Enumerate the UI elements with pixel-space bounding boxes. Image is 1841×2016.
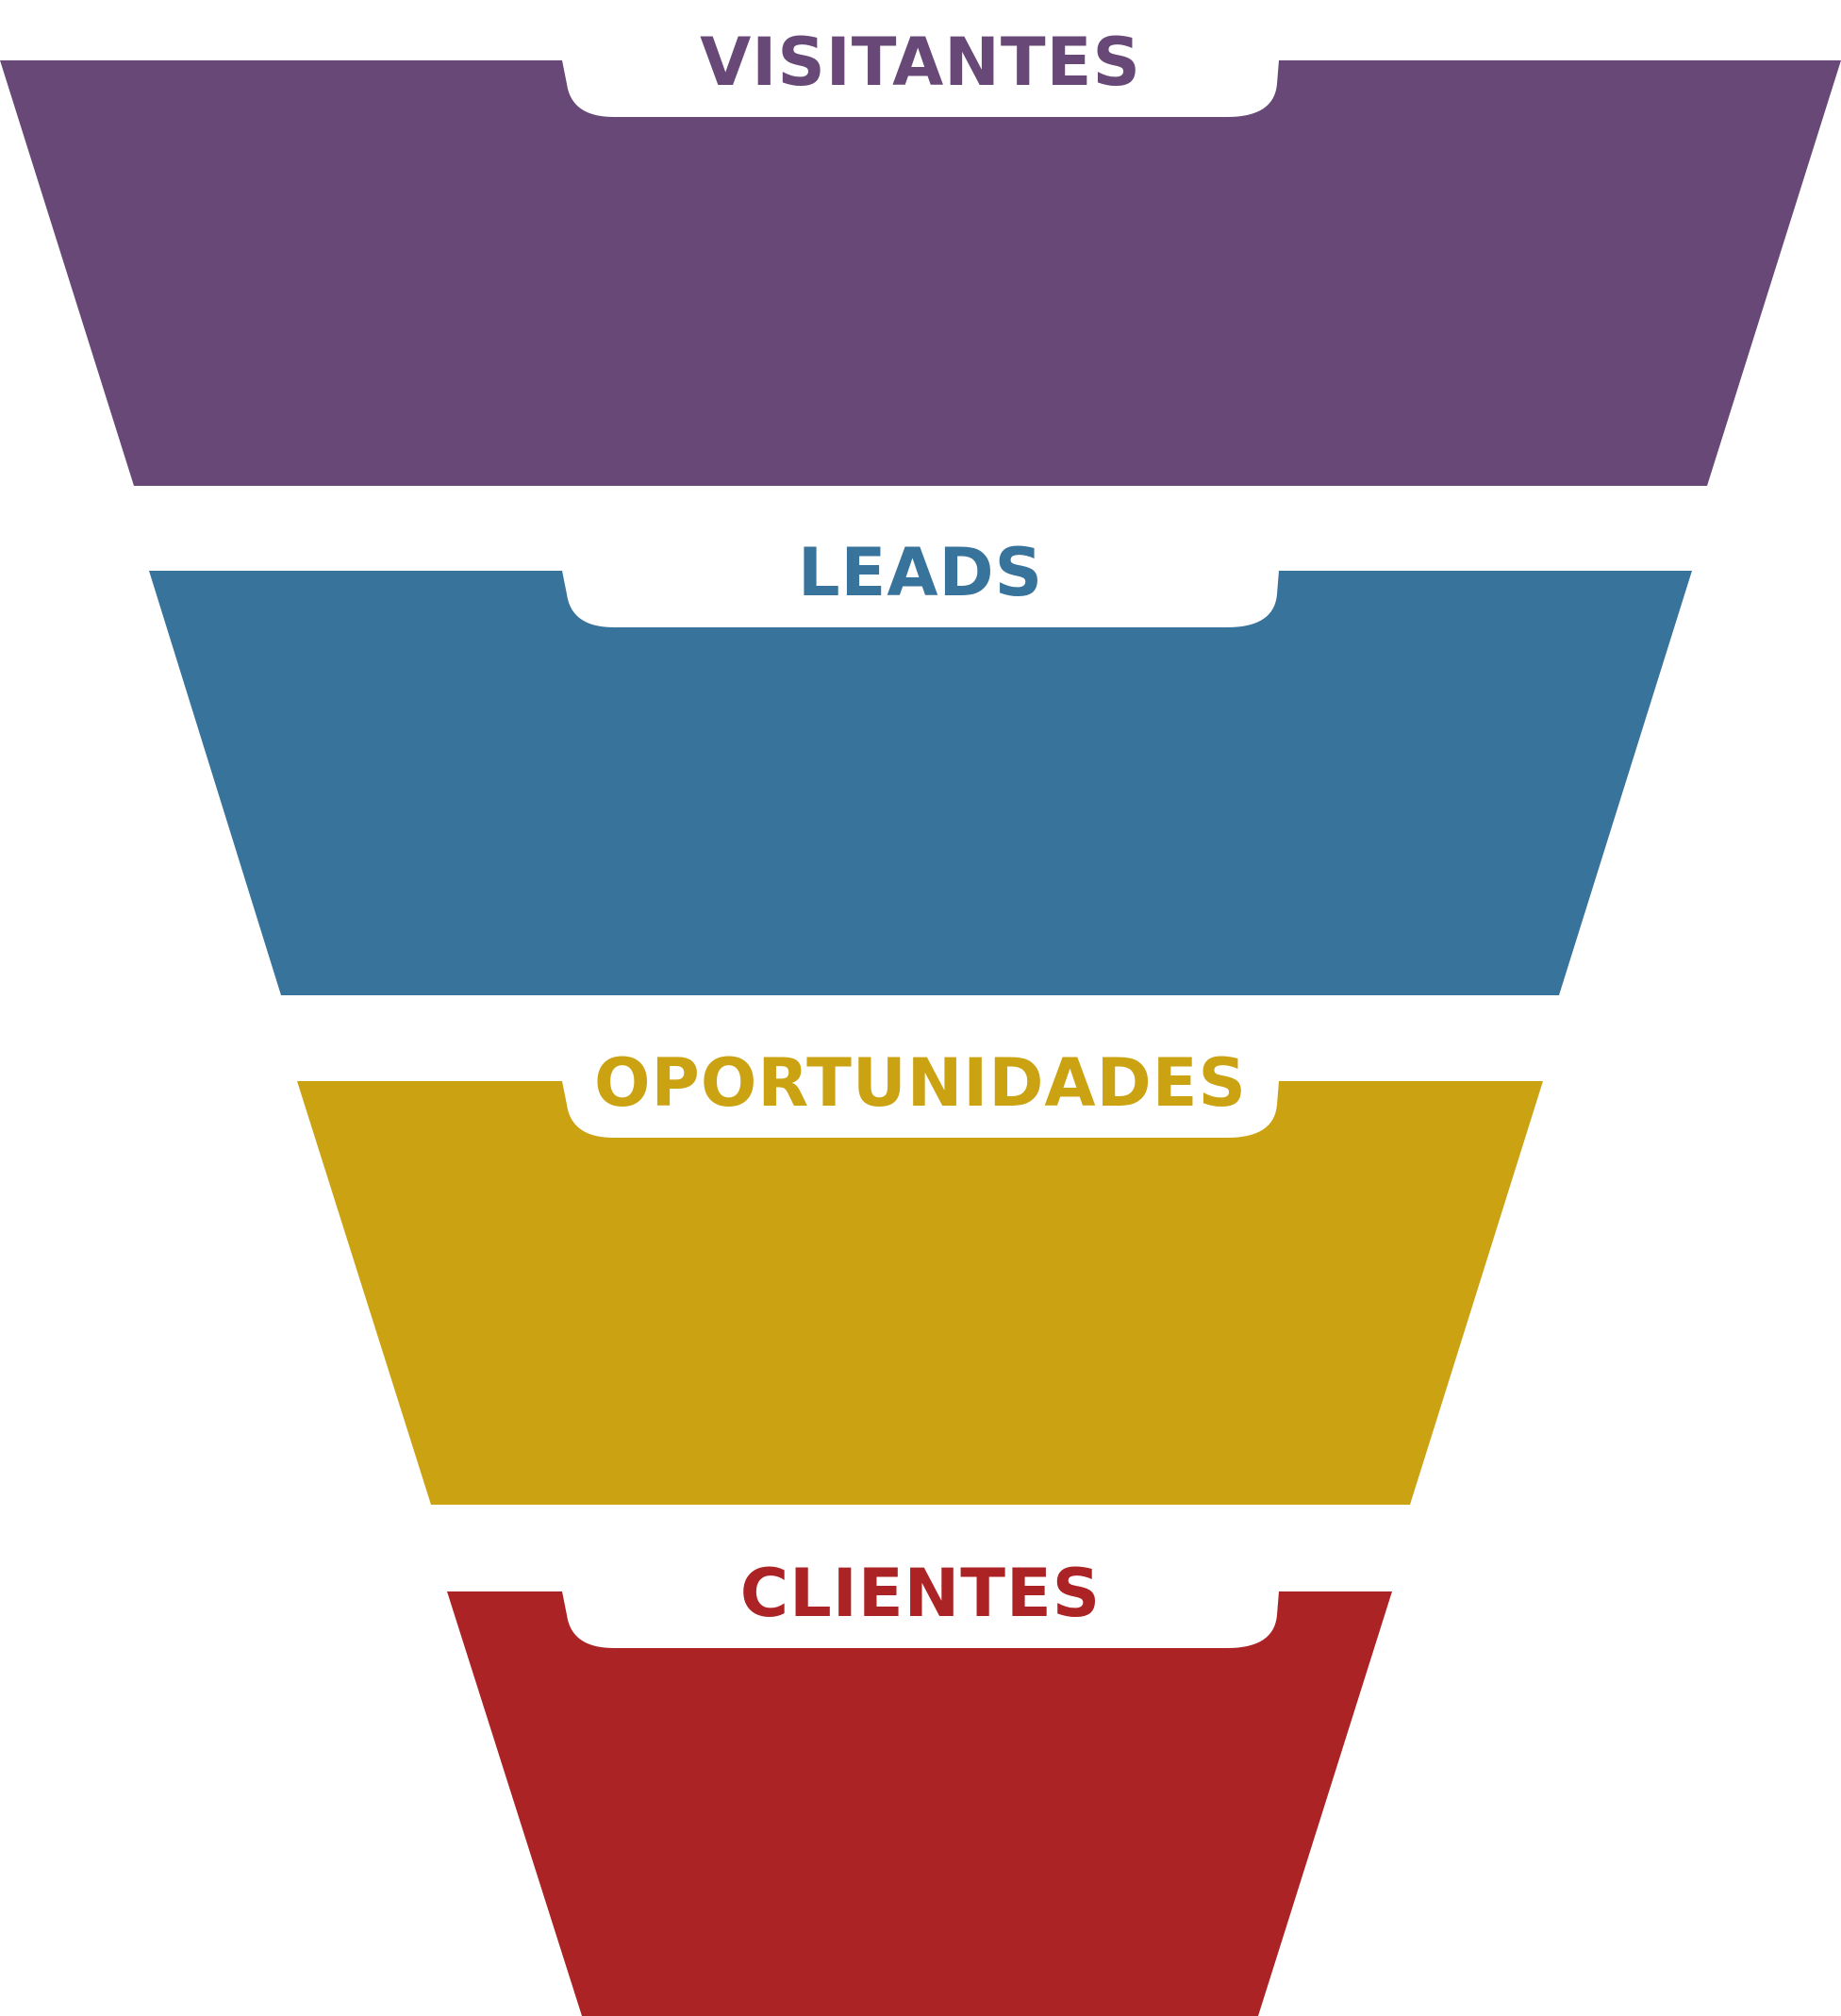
- funnel-band: [0, 60, 1841, 486]
- stage-label: VISITANTES: [700, 24, 1141, 101]
- funnel-band: [149, 571, 1692, 995]
- funnel-stage-leads: LEADS: [149, 534, 1692, 995]
- funnel-stage-oportunidades: OPORTUNIDADES: [297, 1044, 1543, 1505]
- stage-label: OPORTUNIDADES: [594, 1044, 1247, 1122]
- stage-label: CLIENTES: [740, 1555, 1101, 1632]
- funnel-stage-visitantes: VISITANTES: [0, 24, 1841, 486]
- funnel-stage-clientes: CLIENTES: [447, 1555, 1392, 2016]
- funnel-band: [447, 1591, 1392, 2016]
- stage-label: LEADS: [798, 534, 1043, 611]
- funnel-band: [297, 1081, 1543, 1505]
